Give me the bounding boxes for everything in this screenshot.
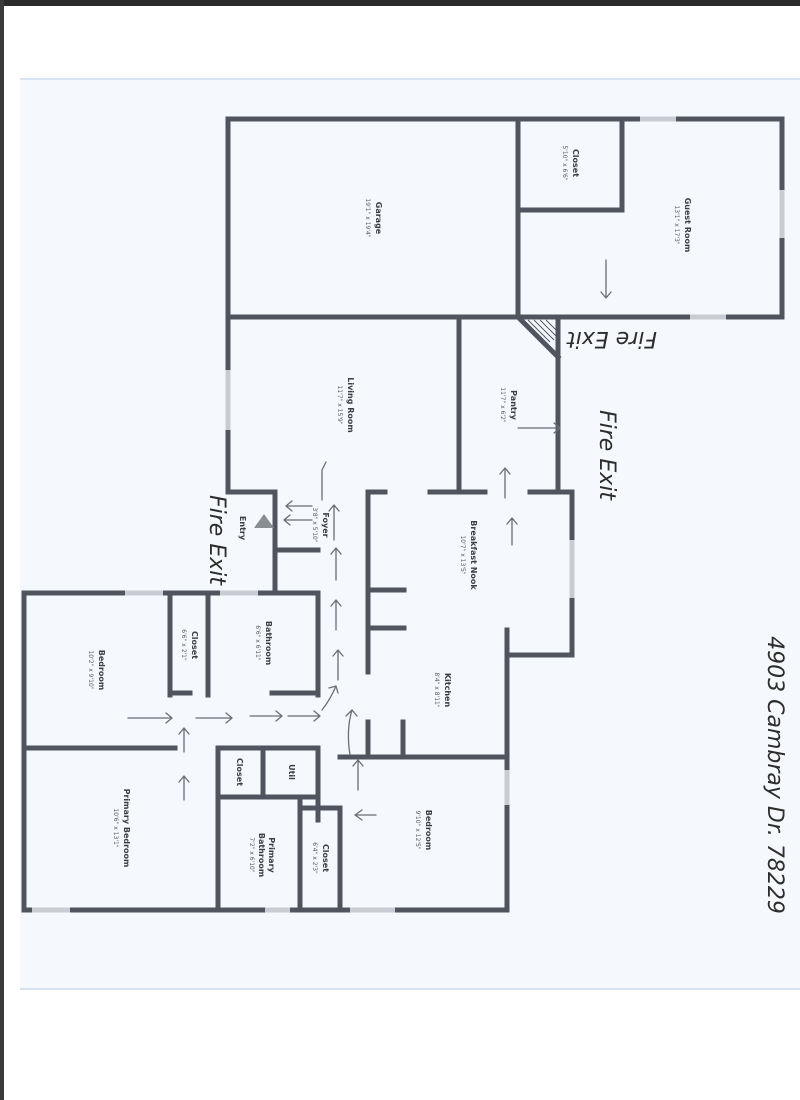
room-garage: Garage 19'1" x 19'4" — [364, 198, 383, 237]
room-entry: Entry — [238, 516, 247, 541]
svg-text:Closet: Closet — [190, 631, 199, 659]
walls — [21, 116, 785, 913]
room-living-room: Living Room 11'7" x 15'9" — [336, 377, 355, 433]
room-guest-room: Guest Room 13'1" x 17'3" — [673, 198, 692, 253]
room-bedroom-left: Bedroom 10'2" x 9'10" — [87, 650, 106, 691]
svg-text:10'7" x 13'5": 10'7" x 13'5" — [459, 535, 466, 574]
svg-text:10'6" x 13'1": 10'6" x 13'1" — [112, 808, 119, 847]
evacuation-arrows — [127, 259, 612, 821]
svg-text:Primary: Primary — [267, 837, 276, 873]
room-closet-mid: Closet 6'6" x 2'1" — [180, 629, 199, 661]
room-foyer: Foyer 3'8" x 5'10" — [311, 507, 330, 543]
room-closet-small: Closet 6'4" x 2'3" — [311, 842, 330, 874]
svg-text:Fire Exit: Fire Exit — [594, 410, 619, 501]
fire-exit-label-guest: Fire Exit — [566, 326, 657, 351]
room-kitchen: Kitchen 8'4" x 8'11" — [433, 672, 452, 708]
svg-text:Closet: Closet — [321, 844, 330, 872]
svg-text:Util: Util — [287, 764, 296, 780]
svg-text:11'7" x 15'9": 11'7" x 15'9" — [336, 385, 343, 424]
svg-text:Bathroom: Bathroom — [264, 621, 273, 665]
svg-text:6'4" x 2'3": 6'4" x 2'3" — [311, 842, 318, 874]
svg-text:9'10" x 12'5": 9'10" x 12'5" — [414, 810, 421, 849]
svg-text:Breakfast Nook: Breakfast Nook — [469, 520, 478, 590]
fire-exit-label-entry: Fire Exit — [204, 495, 229, 586]
svg-text:Foyer: Foyer — [321, 512, 330, 537]
room-util: Util — [287, 764, 296, 780]
address-label: 4903 Cambray Dr. 78229 — [762, 636, 787, 914]
svg-text:10'2" x 9'10": 10'2" x 9'10" — [87, 650, 94, 689]
entry-marker — [254, 514, 274, 528]
room-bedroom-right: Bedroom 9'10" x 12'5" — [414, 810, 433, 851]
fire-exit-label-pantry: Fire Exit — [594, 410, 619, 501]
room-pantry: Pantry 11'7" x 6'2" — [499, 387, 518, 423]
svg-text:6'6" x 6'11": 6'6" x 6'11" — [254, 625, 261, 661]
svg-text:Closet: Closet — [235, 758, 244, 786]
room-primary-bathroom: Primary Bathroom 7'2" x 6'10" — [248, 833, 276, 877]
svg-text:Bathroom: Bathroom — [257, 833, 266, 877]
room-closet-guest: Closet 5'10" x 6'6" — [561, 145, 580, 181]
room-breakfast-nook: Breakfast Nook 10'7" x 13'5" — [459, 520, 478, 590]
room-closet-primary: Closet — [235, 758, 244, 786]
svg-text:Closet: Closet — [571, 149, 580, 177]
svg-text:Kitchen: Kitchen — [443, 673, 452, 708]
svg-text:Primary Bedroom: Primary Bedroom — [122, 789, 131, 868]
room-primary-bedroom: Primary Bedroom 10'6" x 13'1" — [112, 789, 131, 868]
scan-top-border — [0, 0, 800, 6]
svg-text:3'8" x 5'10": 3'8" x 5'10" — [311, 507, 318, 543]
scan-left-border — [0, 0, 4, 1100]
svg-text:Guest Room: Guest Room — [683, 198, 692, 253]
svg-text:4903 Cambray Dr. 78229: 4903 Cambray Dr. 78229 — [762, 636, 787, 914]
windows — [32, 116, 785, 913]
svg-text:11'7" x 6'2": 11'7" x 6'2" — [499, 387, 506, 423]
svg-text:6'6" x 2'1": 6'6" x 2'1" — [180, 629, 187, 661]
svg-text:8'4" x 8'11": 8'4" x 8'11" — [433, 672, 440, 708]
svg-text:Fire Exit: Fire Exit — [204, 495, 229, 586]
room-bathroom: Bathroom 6'6" x 6'11" — [254, 621, 273, 665]
svg-text:Pantry: Pantry — [509, 390, 518, 421]
svg-text:13'1" x 17'3": 13'1" x 17'3" — [673, 205, 680, 244]
svg-text:Bedroom: Bedroom — [424, 810, 433, 851]
svg-text:Bedroom: Bedroom — [97, 650, 106, 691]
svg-text:Garage: Garage — [374, 202, 383, 235]
svg-text:5'10" x 6'6": 5'10" x 6'6" — [561, 145, 568, 181]
floor-plan-sheet — [20, 78, 800, 990]
svg-text:Entry: Entry — [238, 516, 247, 541]
svg-text:Fire Exit: Fire Exit — [566, 326, 657, 351]
svg-text:19'1" x 19'4": 19'1" x 19'4" — [364, 198, 371, 237]
svg-text:Living Room: Living Room — [346, 377, 355, 433]
svg-text:7'2" x 6'10": 7'2" x 6'10" — [248, 837, 255, 873]
pantry-hatch — [527, 319, 557, 343]
